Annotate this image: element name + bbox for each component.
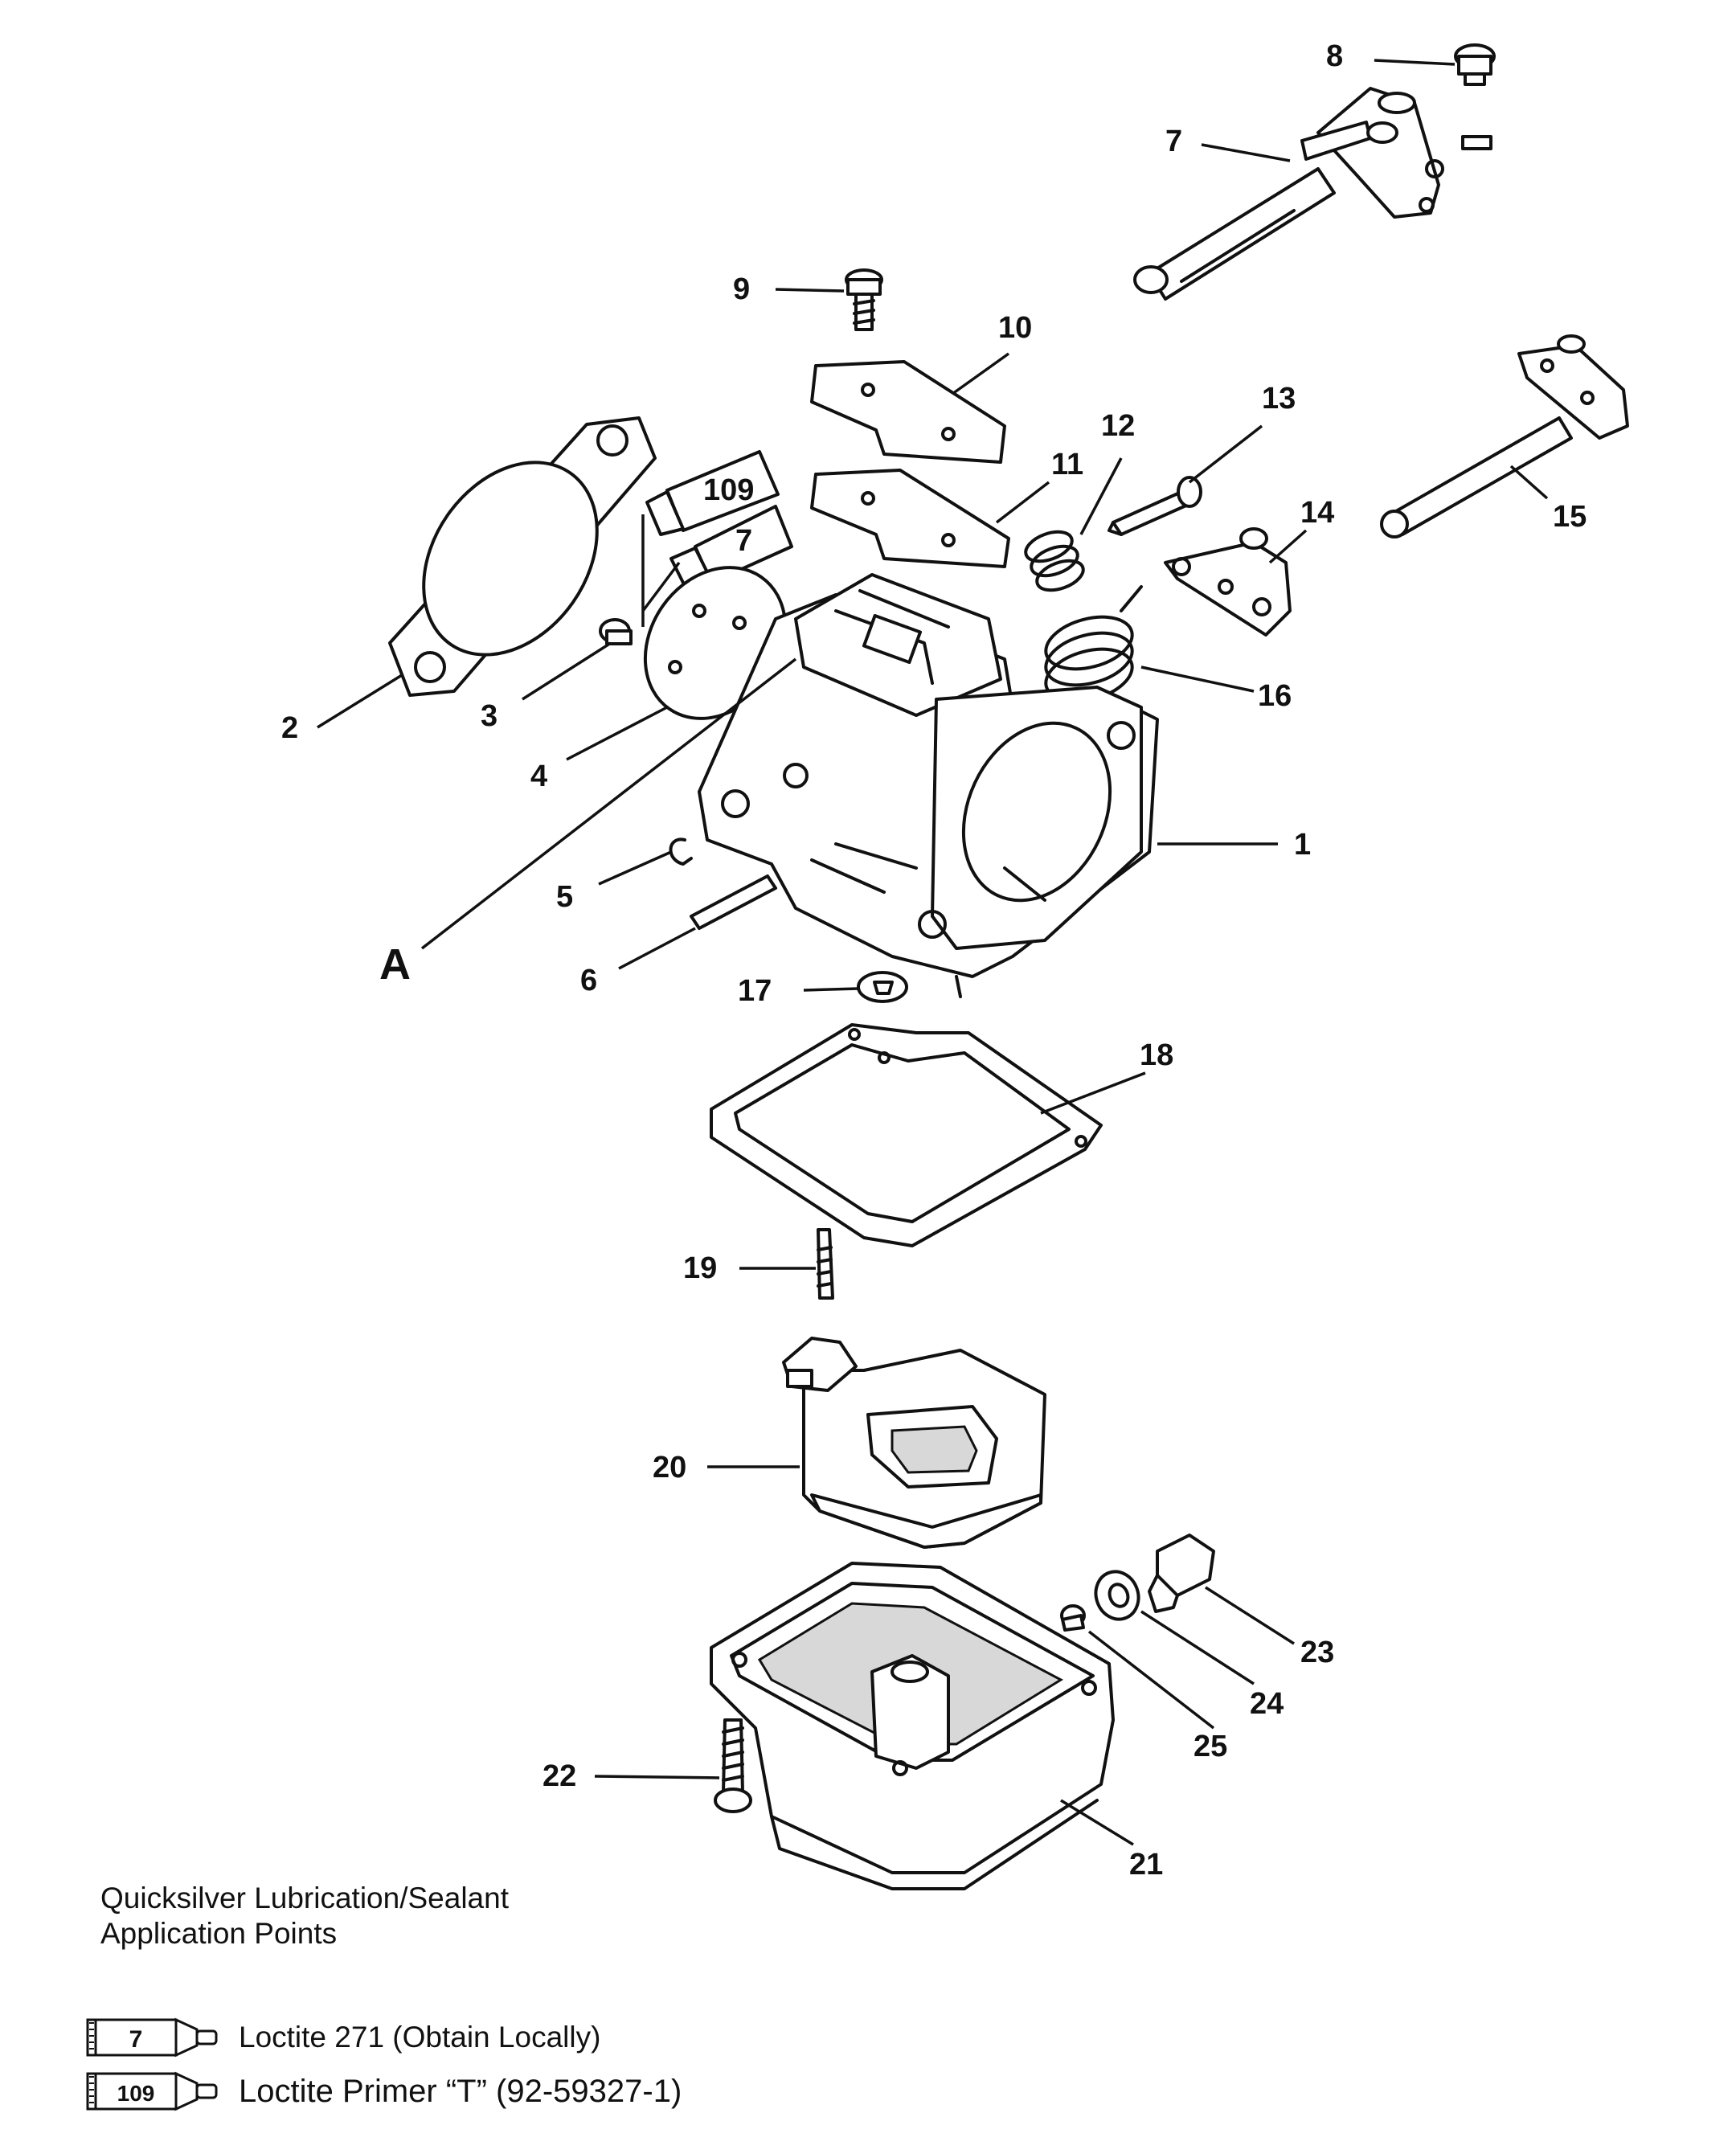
legend-text: Loctite Primer “T” (92-59327-1) bbox=[239, 2073, 682, 2109]
callout-22: 22 bbox=[542, 1759, 576, 1793]
tube-109-label: 109 bbox=[703, 473, 754, 507]
part-10-plate bbox=[810, 360, 1006, 464]
part-17-washer bbox=[857, 971, 908, 1003]
part-20-float bbox=[782, 1337, 1046, 1549]
callout-5: 5 bbox=[556, 880, 573, 914]
callout-18: 18 bbox=[1140, 1038, 1173, 1072]
callout-7: 7 bbox=[1165, 125, 1182, 158]
part-7-throttle-shaft bbox=[1133, 87, 1492, 301]
part-14-bracket bbox=[1164, 527, 1292, 637]
callout-23: 23 bbox=[1300, 1636, 1334, 1669]
part-8-screw bbox=[1454, 43, 1496, 86]
callout-24: 24 bbox=[1250, 1687, 1284, 1721]
callout-19: 19 bbox=[683, 1251, 717, 1285]
callout-12: 12 bbox=[1101, 409, 1135, 443]
legend-item-loctite-271: 7 Loctite 271 (Obtain Locally) bbox=[84, 2013, 600, 2062]
tube-icon: 109 bbox=[86, 2071, 218, 2111]
callout-6: 6 bbox=[580, 964, 597, 997]
leader-lines bbox=[317, 59, 1549, 1846]
part-19-pin bbox=[817, 1228, 834, 1300]
part-5-e-clip bbox=[669, 837, 693, 866]
legend-title: Quicksilver Lubrication/Sealant Applicat… bbox=[100, 1881, 509, 1951]
legend-tube-label: 7 bbox=[129, 2026, 143, 2053]
callout-17: 17 bbox=[738, 974, 772, 1008]
callout-25: 25 bbox=[1194, 1730, 1227, 1763]
tube-109: 109 bbox=[645, 450, 780, 536]
part-15-choke-shaft bbox=[1380, 334, 1629, 538]
callout-14: 14 bbox=[1300, 496, 1334, 530]
callout-3: 3 bbox=[481, 699, 497, 733]
callout-10: 10 bbox=[998, 311, 1032, 345]
callout-21: 21 bbox=[1129, 1848, 1163, 1882]
callout-16: 16 bbox=[1258, 679, 1292, 713]
part-23-drain-plug bbox=[1148, 1534, 1215, 1613]
part-11-plate bbox=[810, 469, 1010, 568]
callout-A: A bbox=[379, 940, 411, 989]
callout-9: 9 bbox=[733, 272, 750, 306]
callout-1: 1 bbox=[1294, 828, 1311, 862]
callout-11: 11 bbox=[1051, 448, 1083, 481]
part-13-needle-screw bbox=[1108, 476, 1202, 536]
callout-4: 4 bbox=[530, 760, 547, 793]
callout-2: 2 bbox=[281, 711, 298, 745]
part-22-screw bbox=[714, 1718, 752, 1813]
part-2-gasket bbox=[388, 416, 657, 697]
part-25-jet bbox=[1060, 1604, 1086, 1632]
callout-15: 15 bbox=[1553, 500, 1587, 534]
legend-item-loctite-primer-t: 109 Loctite Primer “T” (92-59327-1) bbox=[84, 2067, 682, 2115]
part-9-screw bbox=[845, 268, 883, 331]
part-24-washer bbox=[1094, 1570, 1140, 1621]
callout-13: 13 bbox=[1262, 382, 1296, 416]
part-18-gasket bbox=[710, 1023, 1103, 1247]
legend-text: Loctite 271 (Obtain Locally) bbox=[239, 2021, 601, 2054]
legend-tube-label: 109 bbox=[117, 2081, 155, 2106]
part-3-fitting bbox=[599, 618, 633, 645]
tube-7-label: 7 bbox=[735, 524, 752, 558]
legend-title-line1: Quicksilver Lubrication/Sealant bbox=[100, 1882, 509, 1914]
part-1-carburetor-body bbox=[698, 573, 1159, 998]
part-12-spring bbox=[1024, 530, 1085, 592]
callout-20: 20 bbox=[653, 1451, 686, 1484]
part-6-pin bbox=[690, 874, 777, 930]
part-21-float-bowl bbox=[710, 1562, 1115, 1890]
callout-8: 8 bbox=[1326, 39, 1343, 73]
tube-icon: 7 bbox=[86, 2017, 218, 2058]
legend-title-line2: Application Points bbox=[100, 1917, 338, 1950]
